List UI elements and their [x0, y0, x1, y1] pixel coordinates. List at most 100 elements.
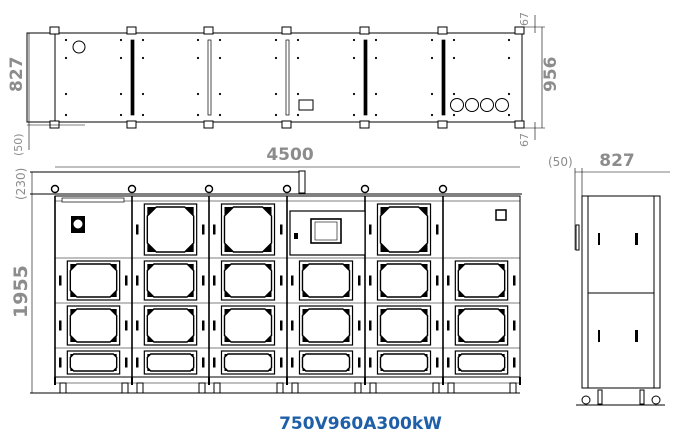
handle: [136, 224, 139, 235]
handle: [358, 357, 361, 368]
handle: [213, 224, 216, 235]
top-depth-label: 827: [7, 57, 27, 93]
fan-module: [298, 305, 354, 346]
cabinet-foot: [59, 382, 67, 394]
fan-module: [66, 350, 121, 375]
handle: [291, 320, 294, 331]
handle: [202, 357, 205, 368]
top-divider: [441, 39, 446, 116]
cabinet-foot: [354, 382, 362, 394]
handle: [202, 275, 205, 286]
handle: [202, 320, 205, 331]
handle: [280, 275, 283, 286]
cabinet-foot: [509, 382, 517, 394]
caster-wheel: [581, 395, 591, 405]
handle: [136, 275, 139, 286]
lifting-lug: [437, 120, 448, 129]
indicator-box: [495, 209, 507, 221]
cabinet-foot: [136, 382, 144, 394]
handle: [447, 320, 450, 331]
lifting-lug: [281, 26, 292, 35]
handle: [358, 320, 361, 331]
front-width-label: 4500: [266, 145, 313, 165]
fan-module: [454, 350, 509, 375]
handle: [59, 357, 62, 368]
handle: [358, 275, 361, 286]
fan-module: [220, 260, 276, 301]
fan-module: [376, 305, 432, 346]
fan-module: [143, 305, 198, 346]
side-depth-label: 827: [599, 151, 635, 171]
lifting-lug: [359, 120, 370, 129]
handle: [447, 275, 450, 286]
handle: [447, 357, 450, 368]
lifting-eye: [282, 184, 292, 194]
lifting-lug: [126, 120, 137, 129]
lifting-eye: [360, 184, 370, 194]
fan-module: [454, 260, 509, 301]
front-height-label: 1955: [10, 265, 32, 318]
handle: [513, 357, 516, 368]
fan-module: [220, 305, 276, 346]
signal-tower: [298, 170, 306, 194]
handle: [369, 275, 372, 286]
cabinet-foot: [198, 382, 206, 394]
fan-module: [66, 260, 121, 301]
handle: [213, 275, 216, 286]
bottom-overhang-label: 67: [518, 133, 531, 147]
handle: [136, 320, 139, 331]
front-view: 4500 (230) 1955: [10, 145, 522, 394]
connector-box: [298, 99, 314, 111]
lifting-lug: [437, 26, 448, 35]
nameplate: [61, 197, 125, 203]
side-offset-label: (50): [548, 155, 573, 169]
handle: [213, 320, 216, 331]
side-panel: [581, 195, 661, 389]
fan-module: [376, 350, 432, 375]
lifting-lug: [281, 120, 292, 129]
cabinet-foot: [276, 382, 284, 394]
lifting-eye: [438, 184, 448, 194]
cable-entry-circles: [450, 98, 509, 112]
fan-module: [66, 305, 121, 346]
handle: [369, 224, 372, 235]
lifting-lug: [203, 26, 214, 35]
fan-module: [143, 260, 198, 301]
lifting-eye: [50, 184, 60, 194]
cable-entry-circle: [72, 40, 86, 54]
power-modules: [50, 184, 520, 377]
lifting-eye: [204, 184, 214, 194]
handle: [136, 357, 139, 368]
handle: [436, 357, 439, 368]
cabinet-foot: [432, 382, 440, 394]
top-divider: [130, 39, 135, 116]
fan-module: [143, 350, 198, 375]
caster-wheel: [651, 395, 661, 405]
fan-module: [220, 203, 276, 256]
top-frame-label: (230): [14, 168, 28, 200]
top-offset-label: (50): [12, 133, 25, 156]
fan-module: [298, 260, 354, 301]
handle: [513, 275, 516, 286]
top-divider: [285, 39, 290, 116]
handle: [59, 320, 62, 331]
handle: [125, 320, 128, 331]
top-view-dividers: [49, 26, 525, 129]
lifting-lug: [126, 26, 137, 35]
side-view: (50) 827: [548, 151, 670, 406]
handle: [513, 320, 516, 331]
cabinet-foot: [369, 382, 377, 394]
lifting-eye: [127, 184, 137, 194]
handle: [436, 275, 439, 286]
top-view-outline: [26, 32, 523, 123]
fan-module: [143, 203, 198, 256]
handle: [280, 224, 283, 235]
top-divider: [363, 39, 368, 116]
cabinet-foot: [291, 382, 299, 394]
fan-module: [298, 350, 354, 375]
handle: [202, 224, 205, 235]
model-caption: 750V960A300kW: [279, 414, 442, 434]
lifting-lug: [359, 26, 370, 35]
handle: [436, 224, 439, 235]
